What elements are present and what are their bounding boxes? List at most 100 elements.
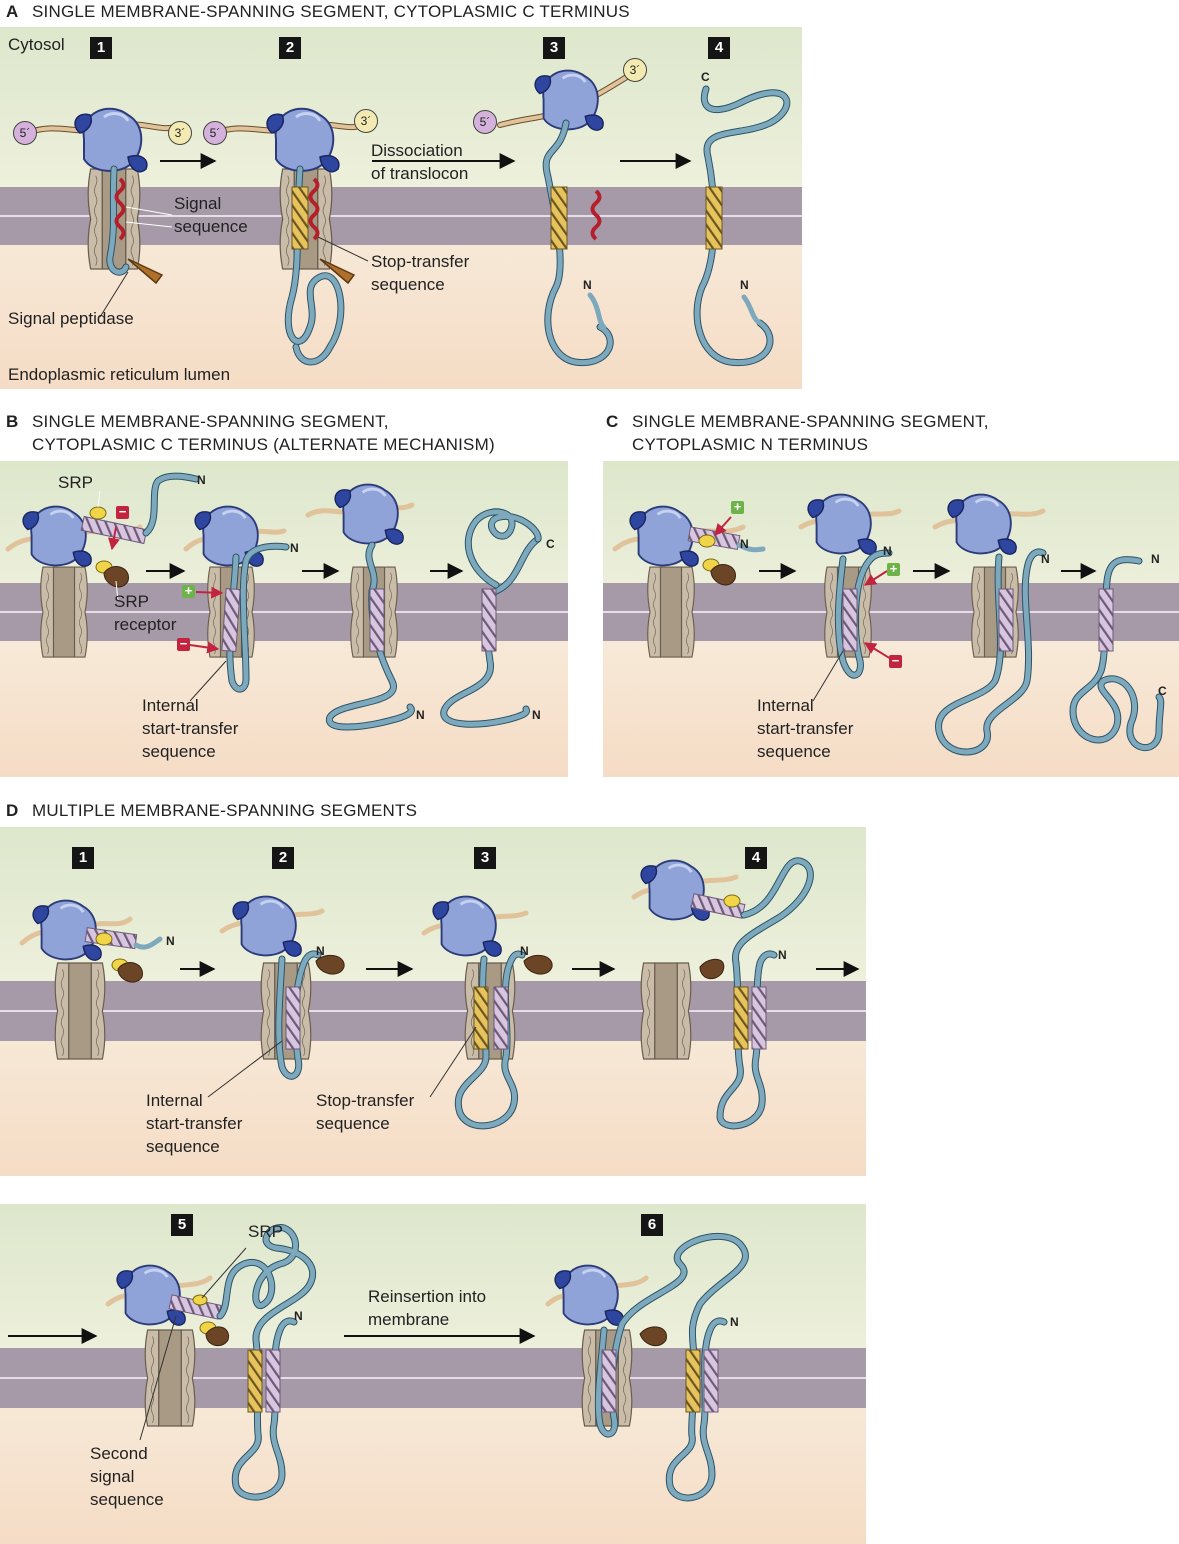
- panel-a-step-2: 2: [279, 37, 301, 59]
- five-prime-cap-step-2: 5´: [203, 121, 227, 145]
- panel-d-header: D MULTIPLE MEMBRANE-SPANNING SEGMENTS: [6, 799, 417, 822]
- n-terminus-c3: N: [1041, 552, 1050, 566]
- positive-charge-b2: +: [182, 584, 195, 598]
- panel-a: Cytosol 1 2 3 4 5´ 3´ 5´ 3´ 5´ 3´ Signal…: [0, 27, 802, 389]
- signal-sequence-label: Signal sequence: [174, 192, 248, 238]
- internal-start-label-d: Internal start-transfer sequence: [146, 1089, 242, 1158]
- n-terminus-a3: N: [583, 278, 592, 292]
- internal-start-b-line-2: start-transfer: [142, 719, 239, 738]
- internal-start-c-line-3: sequence: [757, 742, 831, 761]
- panel-a-step-1: 1: [90, 37, 112, 59]
- panel-b-letter: B: [6, 412, 19, 431]
- panel-d-step-3: 3: [474, 847, 496, 869]
- n-terminus-b2: N: [290, 541, 299, 555]
- positive-charge-c1: +: [731, 500, 744, 514]
- stop-transfer-d-line-1: Stop-transfer: [316, 1091, 415, 1110]
- panel-d-step-2: 2: [272, 847, 294, 869]
- panel-c: Internal start-transfer sequence + + − N…: [603, 461, 1179, 777]
- panel-d-top-artwork: [0, 827, 866, 1176]
- dissociation-line-2: of translocon: [371, 164, 469, 183]
- stop-transfer-line-2: sequence: [371, 275, 445, 294]
- n-terminus-c2: N: [883, 544, 892, 558]
- three-prime-end-step-2: 3´: [354, 109, 378, 133]
- panel-d-step-6: 6: [641, 1214, 663, 1236]
- five-prime-cap-step-3: 5´: [473, 110, 497, 134]
- negative-charge-b1: −: [116, 505, 129, 519]
- internal-start-b-line-3: sequence: [142, 742, 216, 761]
- dissociation-line-1: Dissociation: [371, 141, 463, 160]
- three-prime-end-step-1: 3´: [168, 121, 192, 145]
- panel-c-artwork: [603, 461, 1179, 777]
- panel-c-title-line-1: SINGLE MEMBRANE-SPANNING SEGMENT,: [632, 412, 989, 431]
- internal-start-c-line-1: Internal: [757, 696, 814, 715]
- n-terminus-d2: N: [316, 944, 325, 958]
- panel-a-step-4: 4: [708, 37, 730, 59]
- panel-a-title: SINGLE MEMBRANE-SPANNING SEGMENT, CYTOPL…: [32, 2, 630, 21]
- n-terminus-b3: N: [416, 708, 425, 722]
- panel-d-bottom-artwork: [0, 1204, 866, 1544]
- reinsertion-line-2: membrane: [368, 1310, 450, 1329]
- srp-receptor-line-1: SRP: [114, 592, 149, 611]
- three-prime-end-step-3: 3´: [623, 58, 647, 82]
- srp-receptor-line-2: receptor: [114, 615, 177, 634]
- panel-b-header: B SINGLE MEMBRANE-SPANNING SEGMENT, CYTOP…: [6, 410, 495, 456]
- cytosol-label: Cytosol: [8, 35, 65, 54]
- panel-d-bottom: 5 6 SRP Reinsertion into membrane Second…: [0, 1204, 866, 1544]
- panel-d-top: 1 2 3 4 Internal start-transfer sequence…: [0, 827, 866, 1176]
- panel-a-letter: A: [6, 2, 19, 21]
- signal-peptidase-label: Signal peptidase: [8, 309, 134, 328]
- panel-c-title-line-2: CYTOPLASMIC N TERMINUS: [632, 435, 869, 454]
- stop-transfer-label-d: Stop-transfer sequence: [316, 1089, 414, 1135]
- negative-charge-c2: −: [889, 654, 902, 668]
- panel-a-artwork: [0, 27, 802, 389]
- panel-b-title-line-1: SINGLE MEMBRANE-SPANNING SEGMENT,: [32, 412, 389, 431]
- n-terminus-c1: N: [740, 537, 749, 551]
- positive-charge-c2: +: [887, 562, 900, 576]
- n-terminus-b1: N: [197, 473, 206, 487]
- n-terminus-d3: N: [520, 944, 529, 958]
- panel-d-title: MULTIPLE MEMBRANE-SPANNING SEGMENTS: [32, 801, 418, 820]
- c-terminus-c4: C: [1158, 684, 1167, 698]
- signal-sequence-line-1: Signal: [174, 194, 222, 213]
- five-prime-cap-step-1: 5´: [13, 121, 37, 145]
- n-terminus-d6: N: [730, 1315, 739, 1329]
- n-terminus-d4: N: [778, 948, 787, 962]
- second-signal-line-3: sequence: [90, 1490, 164, 1509]
- panel-d-step-5: 5: [171, 1214, 193, 1236]
- panel-d-letter: D: [6, 801, 19, 820]
- srp-label-d: SRP: [248, 1222, 283, 1241]
- internal-start-label-c: Internal start-transfer sequence: [757, 694, 853, 763]
- panel-b-artwork: [0, 461, 568, 777]
- stop-transfer-label-a: Stop-transfer sequence: [371, 250, 469, 296]
- c-terminus-a4: C: [701, 70, 710, 84]
- srp-label-b: SRP: [58, 473, 93, 492]
- internal-start-d-line-1: Internal: [146, 1091, 203, 1110]
- c-terminus-b4: C: [546, 537, 555, 551]
- panel-d-step-4: 4: [745, 847, 767, 869]
- panel-b: SRP SRP receptor Internal start-transfer…: [0, 461, 568, 777]
- dissociation-label: Dissociation of translocon: [371, 139, 468, 185]
- second-signal-label: Second signal sequence: [90, 1442, 164, 1511]
- signal-sequence-line-2: sequence: [174, 217, 248, 236]
- n-terminus-b4: N: [532, 708, 541, 722]
- internal-start-label-b: Internal start-transfer sequence: [142, 694, 238, 763]
- internal-start-d-line-2: start-transfer: [146, 1114, 243, 1133]
- n-terminus-a4: N: [740, 278, 749, 292]
- second-signal-line-1: Second: [90, 1444, 148, 1463]
- n-terminus-c4: N: [1151, 552, 1160, 566]
- panel-a-header: A SINGLE MEMBRANE-SPANNING SEGMENT, CYTOP…: [6, 0, 630, 23]
- panel-b-title-line-2: CYTOPLASMIC C TERMINUS (ALTERNATE MECHAN…: [32, 435, 495, 454]
- internal-start-c-line-2: start-transfer: [757, 719, 854, 738]
- negative-charge-b2: −: [177, 637, 190, 651]
- panel-d-step-1: 1: [72, 847, 94, 869]
- reinsertion-label: Reinsertion into membrane: [368, 1285, 486, 1331]
- second-signal-line-2: signal: [90, 1467, 135, 1486]
- srp-receptor-label: SRP receptor: [114, 590, 176, 636]
- panel-a-step-3: 3: [543, 37, 565, 59]
- n-terminus-d5: N: [294, 1309, 303, 1323]
- stop-transfer-line-1: Stop-transfer: [371, 252, 470, 271]
- n-terminus-d1: N: [166, 934, 175, 948]
- internal-start-b-line-1: Internal: [142, 696, 199, 715]
- er-lumen-label: Endoplasmic reticulum lumen: [8, 365, 231, 384]
